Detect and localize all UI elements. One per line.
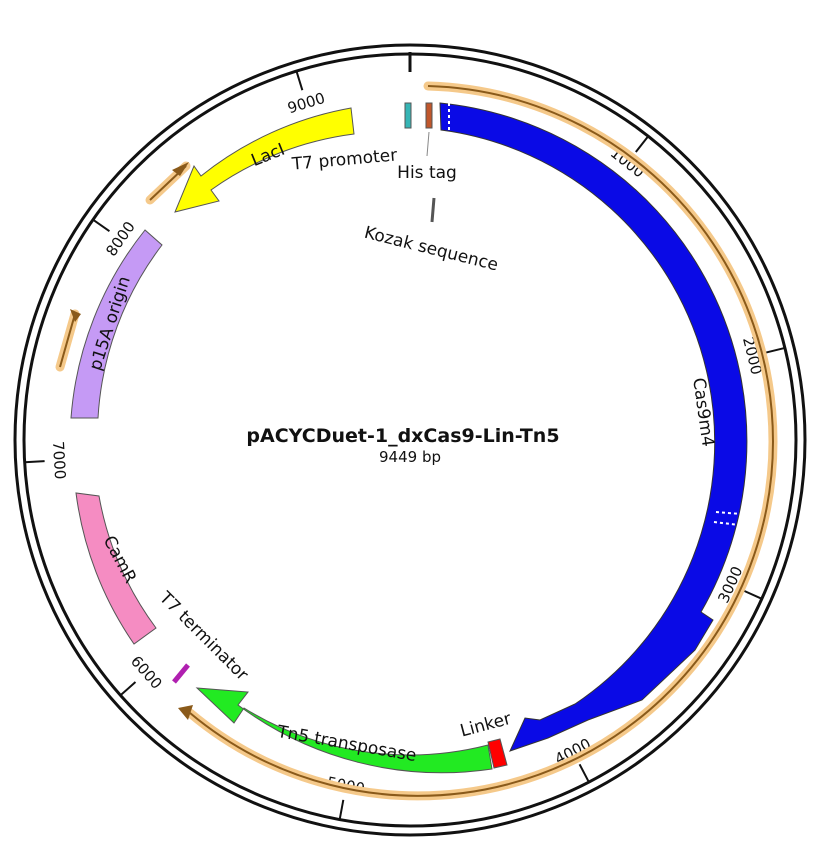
linker-block[interactable]	[487, 738, 508, 769]
p15a-origin-block[interactable]	[70, 229, 163, 419]
ruler-tick	[338, 799, 345, 820]
p15a-orf-arrowhead	[70, 309, 81, 322]
his-tag-label: His tag	[397, 163, 457, 183]
ruler-tick-label: 6000	[127, 652, 166, 693]
ruler-tick	[295, 70, 304, 91]
ruler-tick-label: 7000	[49, 441, 69, 480]
cas9m4-split-mid-2	[713, 521, 740, 526]
p15a-orf-arc	[59, 313, 76, 368]
kozak-sequence-label: Kozak sequence	[362, 223, 500, 276]
cas9m4-split-mid-1	[715, 511, 742, 515]
ruler-tick	[119, 681, 137, 697]
t7-promoter-mark[interactable]	[404, 102, 412, 129]
plasmid-name: pACYCDuet-1_dxCas9-Lin-Tn5	[246, 425, 559, 447]
linker-label: Linker	[458, 709, 513, 742]
cas9-tn5-orf-arrowhead	[178, 705, 193, 720]
his-tag-mark[interactable]	[425, 102, 433, 129]
ruler-tick-label: 9000	[285, 89, 327, 117]
plasmid-size: 9449 bp	[379, 448, 441, 466]
ruler-tick	[743, 589, 763, 600]
laci-arrow[interactable]	[174, 107, 355, 213]
kozak-sequence-mark[interactable]	[430, 197, 436, 223]
t7-promoter-label: T7 promoter	[290, 145, 398, 174]
cas9-tn5-orf-arc	[189, 85, 774, 797]
cas9m4-arrow[interactable]	[439, 102, 748, 752]
camr-block[interactable]	[75, 492, 157, 645]
backbone-outer-ring	[13, 43, 807, 837]
laci-orf-arrowhead	[172, 162, 189, 176]
ruler-tick	[635, 135, 649, 153]
ruler-tick	[765, 346, 786, 354]
ruler-tick	[24, 460, 45, 464]
his-tag-leader	[426, 131, 430, 157]
t7-terminator-label: T7 terminator	[154, 587, 252, 685]
orf-arcs	[55, 81, 778, 801]
ruler-tick	[92, 218, 111, 232]
ruler-tick	[578, 763, 590, 783]
tn5-transposase-arrow[interactable]	[195, 687, 493, 774]
t7-terminator-mark[interactable]	[172, 663, 190, 684]
